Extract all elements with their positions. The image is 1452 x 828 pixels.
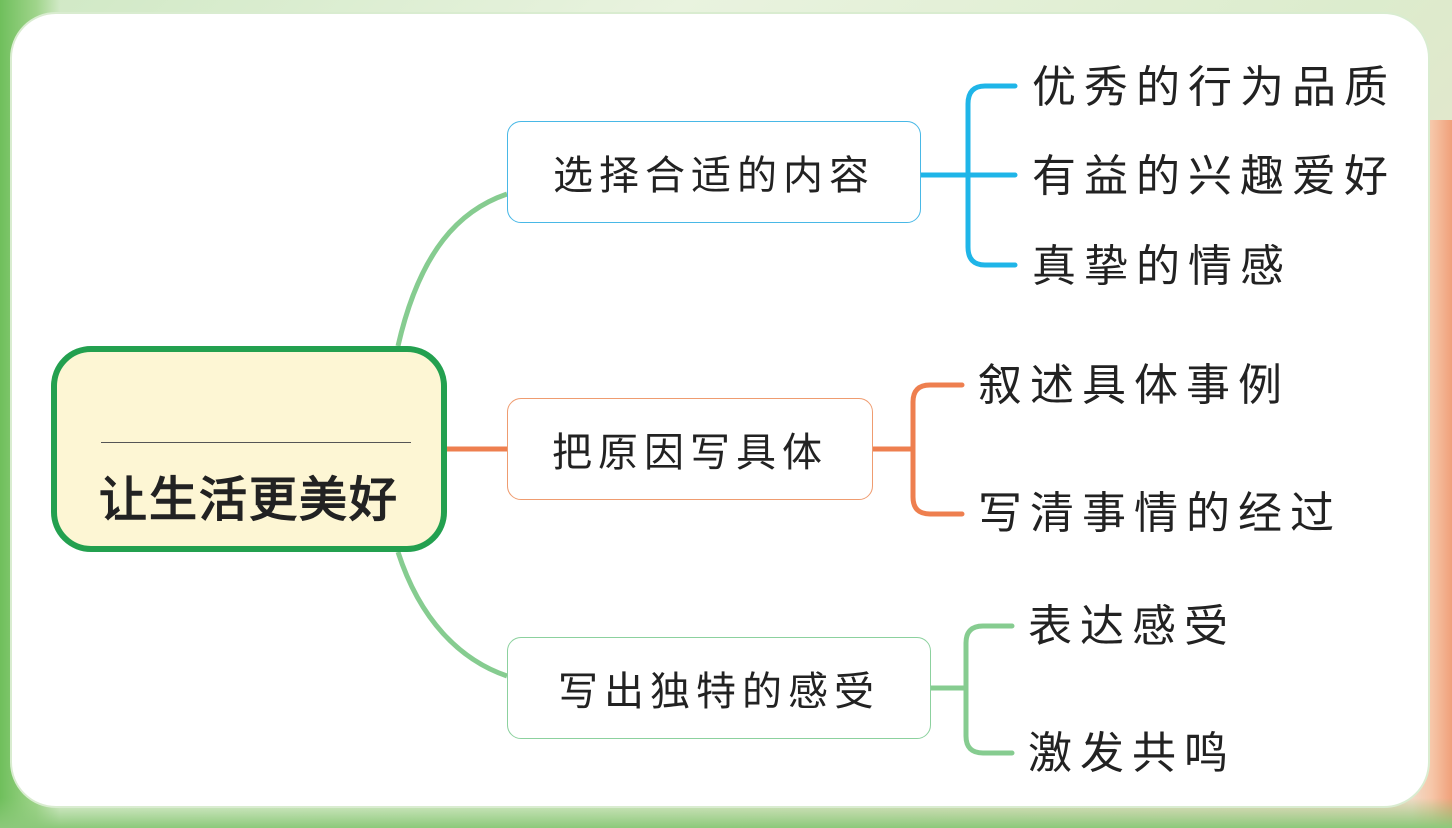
leaf-node: 真挚的情感 [1032,245,1292,289]
branch-node-reason: 把原因写具体 [507,398,873,500]
branch-node-feeling: 写出独特的感受 [507,637,931,739]
branch-label: 写出独特的感受 [558,659,880,717]
leaf-node: 叙述具体事例 [978,364,1290,408]
branch-node-content: 选择合适的内容 [507,121,921,223]
bracket-branch-1 [921,86,1015,265]
leaf-node: 优秀的行为品质 [1032,66,1396,110]
branch-label: 选择合适的内容 [553,143,875,201]
leaf-node: 写清事情的经过 [978,492,1342,536]
bracket-branch-2 [873,385,962,514]
leaf-node: 表达感受 [1028,605,1236,649]
root-divider-line [101,442,411,443]
connector-root-branch-1 [398,194,507,346]
leaf-node: 有益的兴趣爱好 [1032,155,1396,199]
connector-root-branch-3 [398,552,507,676]
bracket-branch-3 [931,626,1012,753]
root-node: 让生活更美好 [51,346,447,552]
leaf-node: 激发共鸣 [1028,732,1236,776]
branch-label: 把原因写具体 [552,420,828,478]
root-label: 让生活更美好 [57,460,441,530]
